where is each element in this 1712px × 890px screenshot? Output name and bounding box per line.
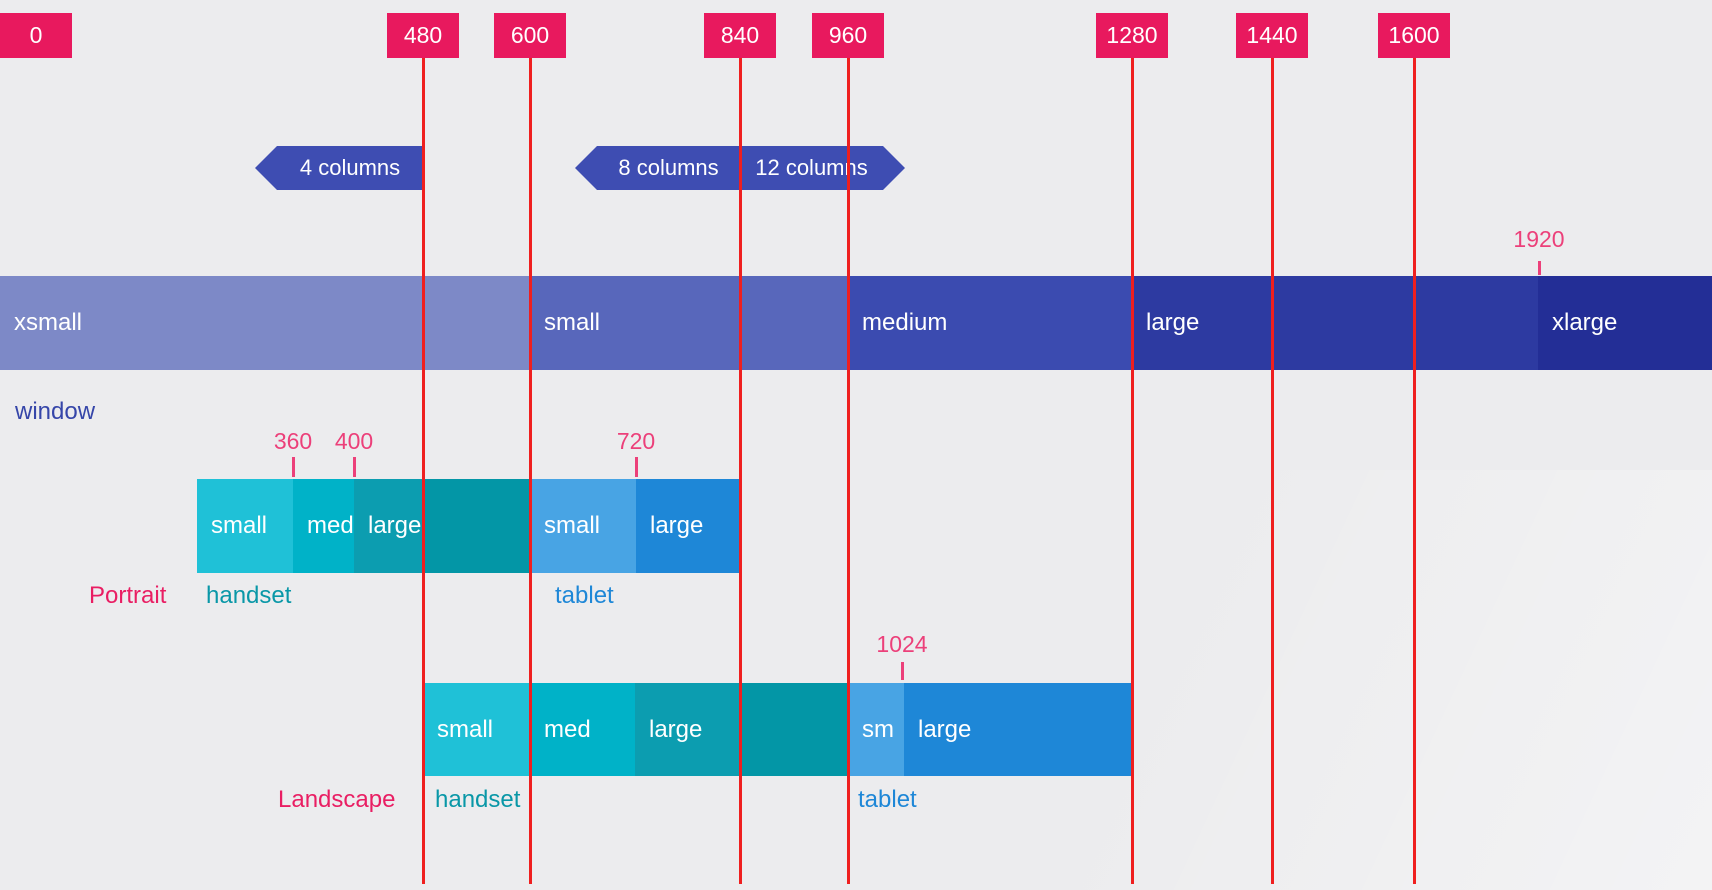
device-caption-landscape-handset: handset — [435, 786, 521, 813]
column-chip-4-columns: 4 columns — [255, 146, 423, 190]
device-caption-portrait-handset: handset — [206, 582, 292, 609]
breakpoint-line-1600 — [1413, 58, 1416, 884]
device-bar-portrait-segment-large: large — [354, 479, 423, 573]
breakpoint-line-960 — [847, 58, 850, 884]
device-bar-portrait-segment-large: large — [636, 479, 740, 573]
window-segment-large: large — [1132, 276, 1538, 370]
window-segment-xsmall: xsmall — [0, 276, 530, 370]
device-bar-landscape-segment-sm: sm — [848, 683, 904, 776]
device-caption-landscape-tablet: tablet — [858, 786, 917, 813]
device-caption-portrait-tablet: tablet — [555, 582, 614, 609]
breakpoint-line-1440 — [1271, 58, 1274, 884]
device-bar-landscape-segment-large: large — [904, 683, 1132, 776]
breakpoint-line-600 — [529, 58, 532, 884]
window-segment-small: small — [530, 276, 848, 370]
tick-1024 — [901, 662, 904, 680]
tick-label-1024: 1024 — [876, 631, 928, 657]
orientation-label-portrait: Portrait — [89, 582, 167, 609]
device-bar-landscape-segment-blank — [740, 683, 848, 776]
device-bar-landscape-segment-med: med — [530, 683, 635, 776]
breakpoint-marker-1600: 1600 — [1378, 13, 1450, 58]
window-segment-xlarge: xlarge — [1538, 276, 1712, 370]
window-segment-medium: medium — [848, 276, 1132, 370]
window-caption: window — [15, 398, 96, 425]
device-bar-portrait-segment-med: med — [293, 479, 354, 573]
breakpoint-line-840 — [739, 58, 742, 884]
tick-label-400: 400 — [334, 428, 374, 454]
tick-label-1920: 1920 — [1513, 226, 1565, 252]
device-bar-portrait-segment-small: small — [197, 479, 293, 573]
device-bar-landscape-segment-small: small — [423, 683, 530, 776]
device-bar-portrait-segment-small: small — [530, 479, 636, 573]
breakpoint-marker-480: 480 — [387, 13, 459, 58]
tick-360 — [292, 457, 295, 477]
breakpoint-marker-960: 960 — [812, 13, 884, 58]
tick-400 — [353, 457, 356, 477]
breakpoint-line-480 — [422, 58, 425, 884]
breakpoint-marker-0: 0 — [0, 13, 72, 58]
device-bar-landscape-segment-large: large — [635, 683, 740, 776]
column-chip-12-columns: 12 columns — [740, 146, 905, 190]
breakpoint-marker-600: 600 — [494, 13, 566, 58]
tick-label-360: 360 — [273, 428, 313, 454]
column-chip-8-columns: 8 columns — [575, 146, 740, 190]
tick-label-720: 720 — [616, 428, 656, 454]
device-bar-portrait-segment-blank — [423, 479, 530, 573]
breakpoint-line-1280 — [1131, 58, 1134, 884]
orientation-label-landscape: Landscape — [278, 786, 396, 813]
tick-720 — [635, 457, 638, 477]
breakpoint-marker-1280: 1280 — [1096, 13, 1168, 58]
background-sheen — [812, 470, 1712, 890]
breakpoint-marker-1440: 1440 — [1236, 13, 1308, 58]
tick-1920 — [1538, 261, 1541, 275]
breakpoint-marker-840: 840 — [704, 13, 776, 58]
